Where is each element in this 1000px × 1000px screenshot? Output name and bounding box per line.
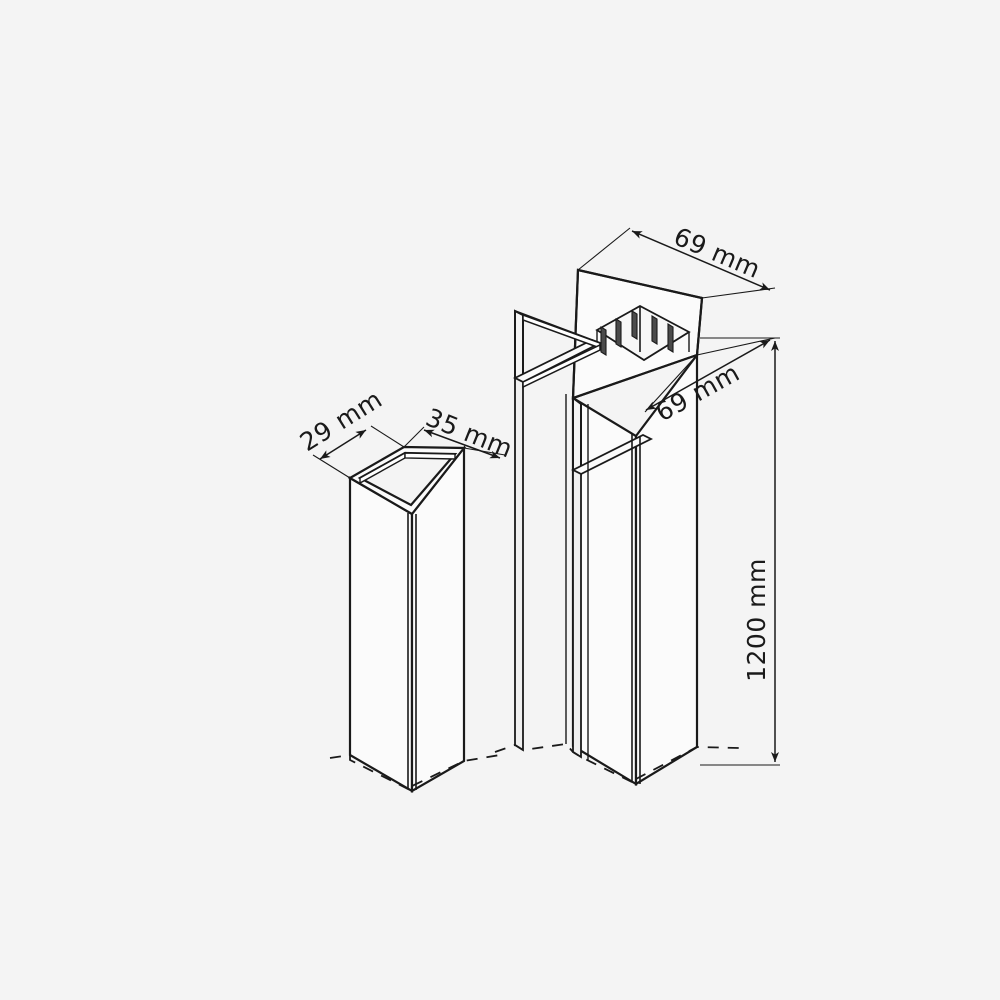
dim29-extension-b [370, 425, 405, 448]
dim69top-extension-b [701, 287, 776, 299]
part-small-square-tube [329, 444, 501, 793]
dim69top-extension-a [577, 227, 631, 271]
small-tube-break-line [329, 753, 501, 793]
cross-left-wing-end-face [514, 309, 524, 384]
cross-front-wing-end-face [572, 396, 582, 476]
dimension-1200mm: 1200 mm [700, 337, 780, 766]
dim69side-arrow-line [645, 339, 771, 411]
dim69side-extension-a [696, 337, 776, 356]
internal-rib-3 [631, 310, 638, 340]
cross-front-wing-body [572, 468, 582, 759]
internal-rib-5 [667, 323, 674, 353]
dim35-arrow-line [423, 429, 501, 459]
dim69top-arrow-line [631, 230, 771, 291]
small-tube-inner-wall-right [404, 452, 456, 460]
dim29-extension-a [312, 454, 351, 479]
post-break-line [494, 743, 741, 786]
dim35-extension-a [403, 426, 425, 448]
dim69top-label: 69 mm [670, 222, 765, 284]
internal-rib-2 [615, 318, 622, 348]
cross-left-wing-body [514, 376, 524, 752]
small-tube-front-left-face [348, 476, 414, 793]
internal-rib-4 [651, 315, 658, 345]
cross-fin-lower-arm [522, 343, 601, 389]
dim1200-label: 1200 mm [742, 558, 771, 682]
dim29-arrow-line [319, 429, 367, 460]
internal-rib-1 [600, 326, 607, 356]
part-cross-rib-post [494, 268, 741, 786]
